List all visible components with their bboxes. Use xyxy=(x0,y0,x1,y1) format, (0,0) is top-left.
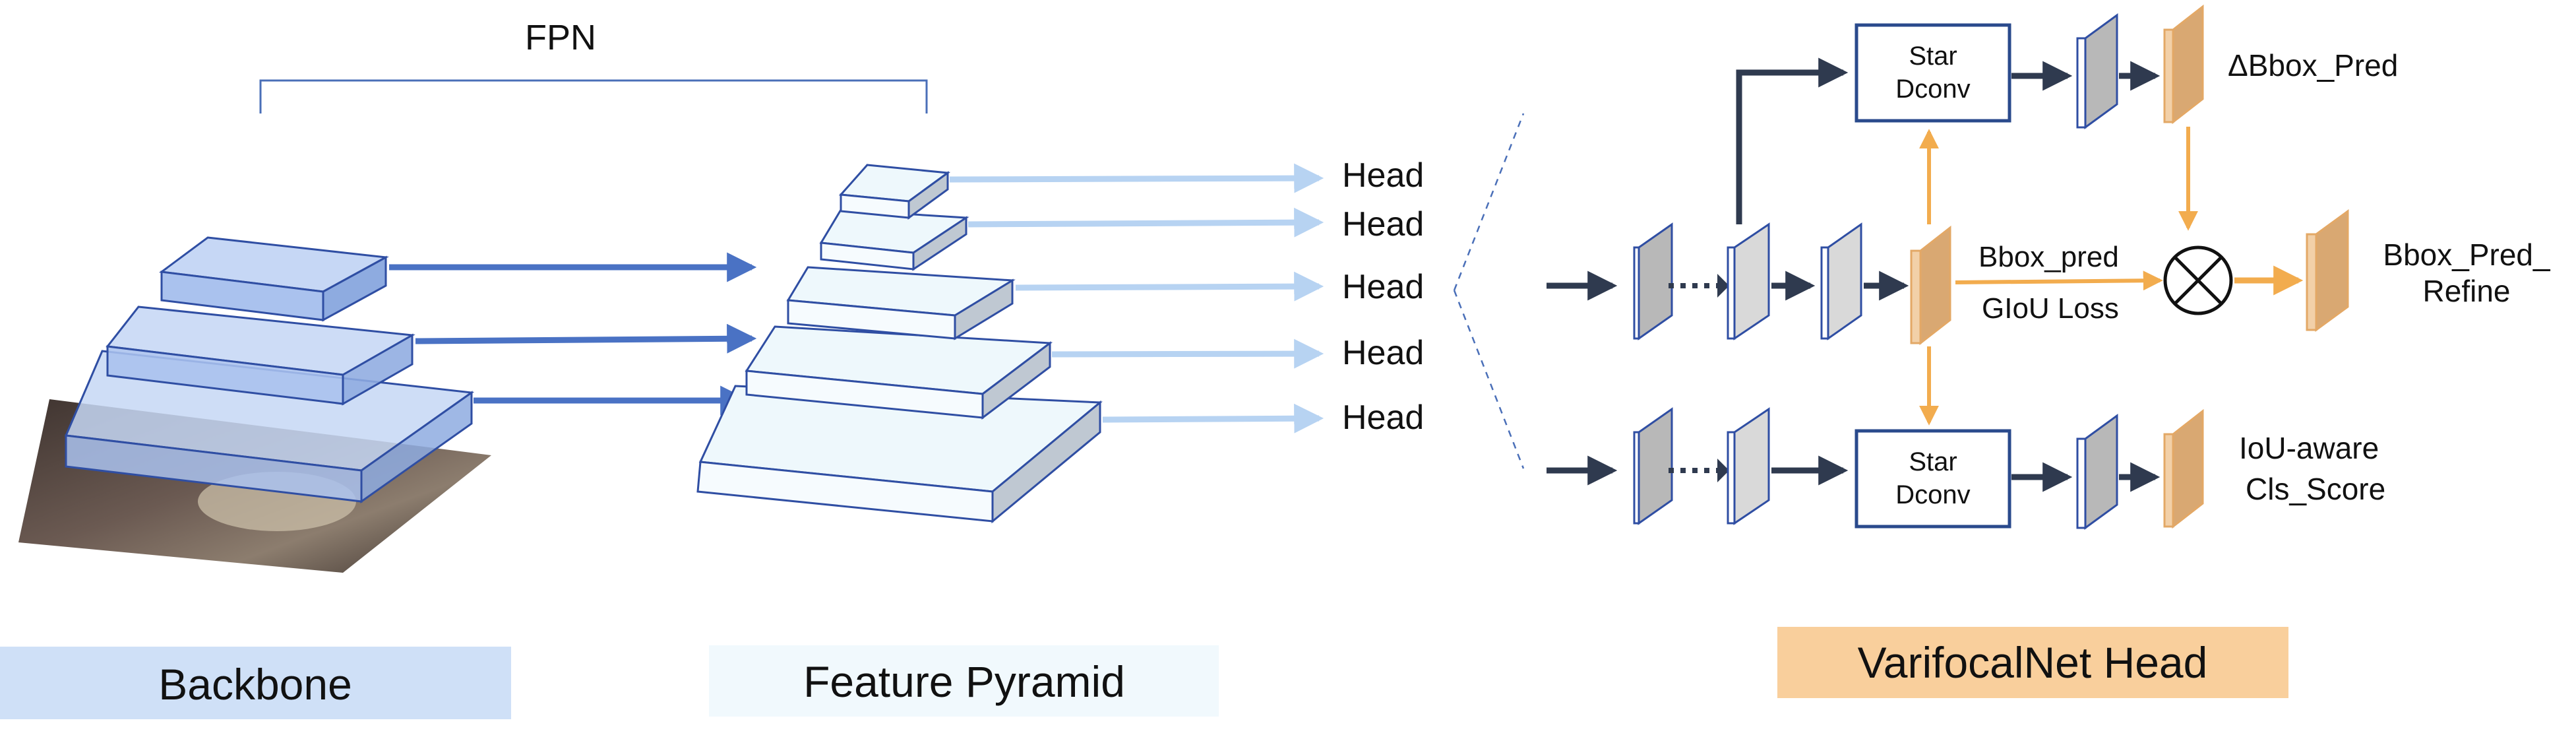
feature-map-gray xyxy=(2076,13,2118,129)
pyramid-level xyxy=(819,209,969,271)
zoom-indicator xyxy=(1453,113,1525,469)
head-label: Head xyxy=(1342,399,1424,437)
fpn-label: FPN xyxy=(525,18,596,57)
feature-map-gray xyxy=(1727,222,1770,340)
star-dconv-label: Dconv xyxy=(1895,75,1970,104)
head-label: Head xyxy=(1342,268,1424,306)
star-dconv-label: Dconv xyxy=(1895,480,1970,509)
iou-aware-label: IoU-aware xyxy=(2239,431,2379,465)
feature-map-orange xyxy=(2163,4,2204,125)
backbone-stack xyxy=(18,236,757,573)
pyramid-to-head-arrow xyxy=(1102,403,1324,434)
ellipsis-arrowhead xyxy=(1717,274,1729,298)
feature-map-gray xyxy=(2076,414,2118,530)
pyramid-to-head-arrow xyxy=(1015,271,1324,302)
backbone-label: Backbone xyxy=(158,660,352,709)
feature-map-orange xyxy=(2306,209,2349,332)
section-label-varifocal-head: VarifocalNet Head xyxy=(1777,627,2288,698)
feature-map-orange xyxy=(1910,225,1951,346)
feature-map-gray xyxy=(1633,407,1673,525)
pyramid-level xyxy=(696,385,1103,524)
feature-map-gray xyxy=(1820,222,1862,340)
backbone-to-pyramid-arrow xyxy=(415,323,757,354)
head-label: Head xyxy=(1342,156,1424,195)
reg-branch-arrow xyxy=(1736,57,1849,224)
pyramid-to-head-arrow xyxy=(949,163,1324,193)
varifocal-head-label: VarifocalNet Head xyxy=(1858,638,2208,687)
ellipsis-arrowhead xyxy=(1717,459,1729,482)
delta-bbox-pred-label: ΔBbox_Pred xyxy=(2228,48,2398,82)
backbone-layer xyxy=(106,306,415,406)
multiply-operator-icon xyxy=(2163,245,2233,315)
backbone-layer xyxy=(159,236,389,322)
feature-map-gray xyxy=(1727,407,1770,525)
section-label-backbone: Backbone xyxy=(0,647,511,719)
pyramid-level xyxy=(838,164,951,220)
bbox-pred-label: Bbox_pred xyxy=(1978,241,2119,273)
star-dconv-box-top: Star Dconv xyxy=(1855,23,2011,123)
pyramid-level xyxy=(786,266,1016,340)
giou-loss-label: GIoU Loss xyxy=(1982,292,2119,325)
bbox-pred-refine-label: Bbox_Pred_ xyxy=(2383,238,2551,272)
feature-pyramid-label: Feature Pyramid xyxy=(803,657,1125,706)
bbox-pred-refine-label: Refine xyxy=(2423,274,2511,308)
star-dconv-box-bottom: Star Dconv xyxy=(1855,429,2011,529)
fpn-bracket: FPN xyxy=(259,18,928,113)
pyramid-to-head-arrow xyxy=(967,207,1324,238)
iou-aware-label: Cls_Score xyxy=(2246,472,2385,506)
feature-map-gray xyxy=(1633,222,1673,340)
head-label: Head xyxy=(1342,205,1424,243)
feature-pyramid-stack: Head Head Head Head Head xyxy=(696,156,1424,524)
star-dconv-label: Star xyxy=(1909,447,1957,476)
feature-map-orange xyxy=(2163,408,2204,529)
section-label-feature-pyramid: Feature Pyramid xyxy=(709,645,1219,717)
head-label: Head xyxy=(1342,334,1424,372)
bbox-pred-arrow xyxy=(1955,271,2163,291)
star-dconv-label: Star xyxy=(1909,42,1957,71)
varifocal-head-detail: Bbox_pred GIoU Loss Bbox_Pred_ Refine St… xyxy=(1547,4,2551,530)
